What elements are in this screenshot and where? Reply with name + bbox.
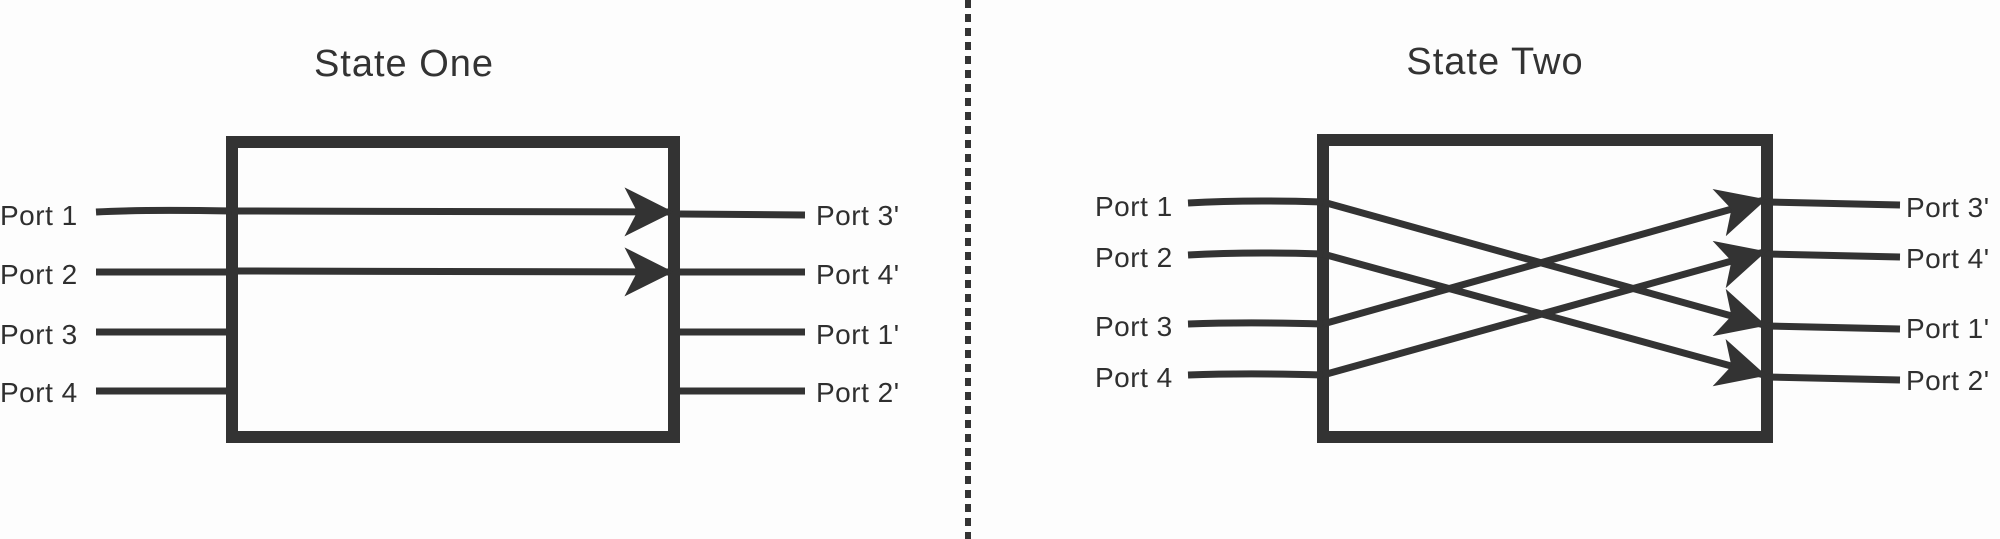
state-one-output-port-4-label: Port 4' — [816, 259, 900, 290]
state-two-panel: State Two Port 1 Port 2 Port 3 Port 4 Po… — [1095, 41, 1990, 443]
state-two-output-port-4-label: Port 4' — [1906, 243, 1990, 274]
state-one-input-lead-1 — [95, 206, 233, 216]
state-two-output-lead-1 — [1766, 198, 1901, 209]
state-two-output-lead-4 — [1766, 373, 1901, 384]
state-two-input-lead-1 — [1187, 197, 1324, 207]
state-one-input-port-2-label: Port 2 — [0, 259, 78, 290]
state-two-path-arrow-4-to-4prime — [1322, 240, 1767, 379]
state-one-input-port-3-label: Port 3 — [0, 319, 78, 350]
state-one-output-port-3-label: Port 3' — [816, 200, 900, 231]
state-two-output-lead-3 — [1766, 322, 1901, 333]
state-two-input-port-2-label: Port 2 — [1095, 242, 1173, 273]
state-one-switch-box — [226, 136, 680, 443]
state-one-panel: State One Port 1 Port 2 Port 3 Port 4 Po… — [0, 43, 900, 443]
state-two-input-port-3-label: Port 3 — [1095, 311, 1173, 342]
state-two-input-lead-2 — [1187, 249, 1324, 259]
state-two-output-port-2-label: Port 2' — [1906, 365, 1990, 396]
state-two-path-arrow-3-to-3prime — [1322, 189, 1767, 328]
state-one-input-port-1-label: Port 1 — [0, 200, 78, 231]
state-two-input-port-1-label: Port 1 — [1095, 191, 1173, 222]
state-one-input-port-4-label: Port 4 — [0, 377, 78, 408]
state-two-output-lead-2 — [1766, 250, 1901, 261]
state-two-switch-box — [1317, 134, 1773, 443]
state-one-output-port-1-label: Port 1' — [816, 319, 900, 350]
state-one-output-port-2-label: Port 2' — [816, 377, 900, 408]
state-one-title: State One — [314, 43, 494, 85]
state-one-path-arrow-2 — [231, 247, 674, 297]
state-two-input-port-4-label: Port 4 — [1095, 362, 1173, 393]
state-two-output-port-1-label: Port 1' — [1906, 313, 1990, 344]
state-one-output-lead-1 — [679, 210, 806, 219]
state-two-title: State Two — [1406, 41, 1583, 83]
state-one-path-arrow-1 — [231, 187, 674, 237]
state-two-input-lead-4 — [1187, 370, 1324, 379]
state-two-input-lead-3 — [1187, 319, 1324, 328]
state-two-output-port-3-label: Port 3' — [1906, 192, 1990, 223]
